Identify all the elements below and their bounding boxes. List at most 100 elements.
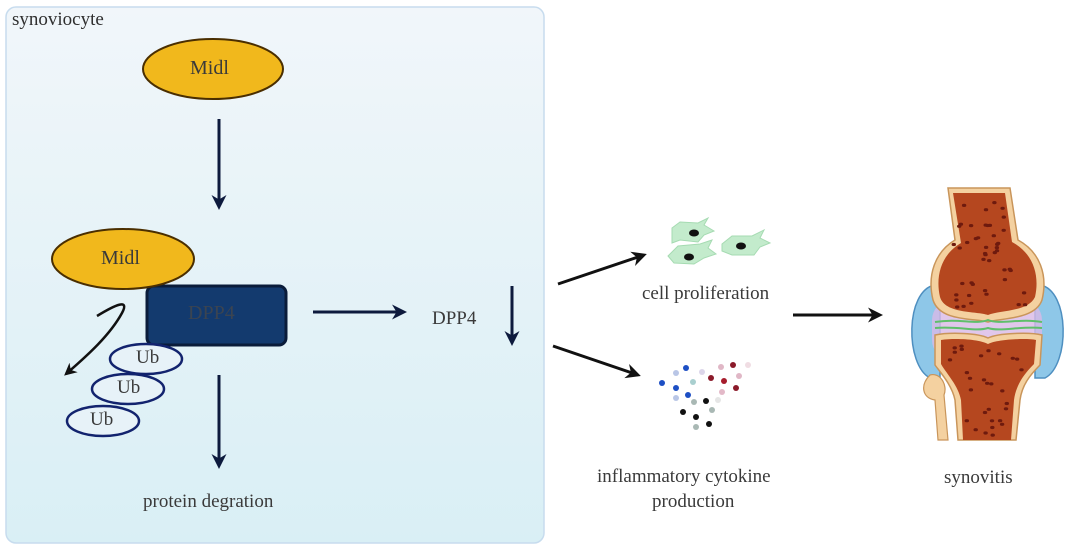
- bone-marrow-dot: [1001, 228, 1006, 232]
- ub-label-2: Ub: [117, 377, 141, 398]
- bone-marrow-dot: [992, 201, 997, 205]
- bone-marrow-dot: [1002, 278, 1008, 282]
- ub-label-1: Ub: [136, 347, 160, 368]
- midl-protein-top: [142, 38, 284, 100]
- bone-marrow-dot: [983, 208, 989, 212]
- bone-marrow-dot: [954, 298, 959, 302]
- cytokine-dot: [673, 370, 679, 376]
- bone-marrow-dot: [960, 281, 965, 286]
- bone-marrow-dot: [981, 257, 986, 261]
- bone-marrow-dot: [982, 410, 988, 415]
- ubiquitin-2: [90, 372, 166, 406]
- cytokine-dot: [719, 389, 725, 395]
- bone-marrow-dot: [1014, 357, 1020, 361]
- bone-marrow-dot: [1007, 267, 1012, 271]
- cytokine-dot: [683, 365, 689, 371]
- cytokine-label-line2: production: [652, 491, 735, 512]
- bone-marrow-dot: [961, 203, 967, 207]
- synovitis-label: synovitis: [944, 467, 1013, 488]
- bone-marrow-dot: [1001, 215, 1006, 219]
- bone-marrow-dot: [1002, 268, 1007, 272]
- bone-marrow-dot: [978, 354, 984, 358]
- cytokine-dot: [680, 409, 686, 415]
- cytokine-dot: [693, 424, 699, 430]
- bone-marrow-dot: [973, 428, 978, 432]
- cytokine-dot: [691, 399, 697, 405]
- bone-marrow-dot: [987, 259, 992, 263]
- bone-marrow-dot: [985, 223, 990, 228]
- cytokines-icon: [659, 362, 751, 430]
- bone-marrow-dot: [967, 376, 973, 380]
- bone-marrow-dot: [982, 251, 988, 256]
- cytokine-dot: [693, 414, 699, 420]
- bone-marrow-dot: [1004, 401, 1009, 406]
- bone-marrow-dot: [996, 241, 1001, 245]
- bone-marrow-dot: [989, 419, 995, 423]
- cytokine-dot: [718, 364, 724, 370]
- bone-marrow-dot: [986, 349, 991, 353]
- cytokine-dot: [703, 398, 709, 404]
- bone-marrow-dot: [969, 301, 974, 305]
- bone-marrow-dot: [964, 371, 970, 375]
- protein-degradation-label: protein degration: [143, 491, 274, 512]
- bone-marrow-dot: [981, 378, 987, 382]
- bone-marrow-dot: [994, 249, 1000, 253]
- cytokine-dot: [659, 380, 665, 386]
- bone-marrow-dot: [965, 240, 970, 245]
- bone-marrow-dot: [1019, 368, 1024, 372]
- cytokine-dot: [685, 392, 691, 398]
- arrow-to-proliferation: [557, 251, 647, 286]
- synoviocyte-container: [5, 6, 545, 544]
- midl-protein-bound: [51, 228, 195, 290]
- bone-marrow-dot: [959, 344, 964, 348]
- bone-marrow-dot: [966, 293, 972, 298]
- cytokine-label-line1: inflammatory cytokine: [597, 466, 771, 487]
- midl-bound-label: Midl: [101, 247, 140, 269]
- bone-marrow-dot: [983, 431, 988, 435]
- cytokine-dot: [709, 407, 715, 413]
- bone-marrow-dot: [1016, 303, 1021, 307]
- bone-marrow-dot: [955, 305, 960, 309]
- cytokine-dot: [721, 378, 727, 384]
- cytokine-dot: [736, 373, 742, 379]
- bone-marrow-dot: [1003, 407, 1009, 411]
- bone-marrow-dot: [982, 289, 988, 293]
- bone-marrow-dot: [961, 304, 966, 308]
- bone-marrow-dot: [947, 358, 953, 362]
- bone-marrow-dot: [991, 234, 996, 238]
- bone-marrow-dot: [990, 433, 995, 437]
- bone-marrow-dot: [986, 407, 991, 411]
- cytokine-dot: [706, 421, 712, 427]
- bone-marrow-dot: [964, 419, 969, 423]
- bone-marrow-dot: [954, 293, 959, 297]
- bone-marrow-dot: [994, 246, 1000, 250]
- bone-marrow-dot: [983, 245, 989, 249]
- bone-marrow-dot: [968, 224, 974, 228]
- dpp4-result-label: DPP4: [432, 308, 477, 329]
- cytokine-dot: [745, 362, 751, 368]
- bone-marrow-dot: [1000, 389, 1005, 393]
- bone-marrow-dot: [959, 347, 964, 351]
- container-label: synoviocyte: [12, 9, 104, 30]
- cytokine-dot: [673, 395, 679, 401]
- bone-marrow-dot: [985, 381, 990, 385]
- bone-marrow-dot: [1000, 206, 1005, 210]
- bone-marrow-dot: [952, 346, 957, 350]
- midl-top-label: Midl: [190, 57, 229, 79]
- cytokine-dot: [699, 369, 705, 375]
- bone-marrow-dot: [999, 422, 1005, 426]
- cell-proliferation-label: cell proliferation: [642, 283, 770, 304]
- cytokine-dot: [733, 385, 739, 391]
- bone-marrow-dot: [973, 237, 979, 241]
- bone-marrow-dot: [1022, 303, 1028, 307]
- bone-marrow-dot: [951, 242, 956, 247]
- ubiquitin-3: [65, 404, 141, 438]
- ubiquitin-1: [108, 342, 184, 376]
- bone-marrow-dot: [968, 388, 974, 392]
- bone-marrow-dot: [984, 292, 989, 296]
- bone-marrow-dot: [989, 382, 994, 386]
- arrow-to-cytokine: [552, 344, 641, 379]
- dpp4-bound-label: DPP4: [188, 302, 235, 324]
